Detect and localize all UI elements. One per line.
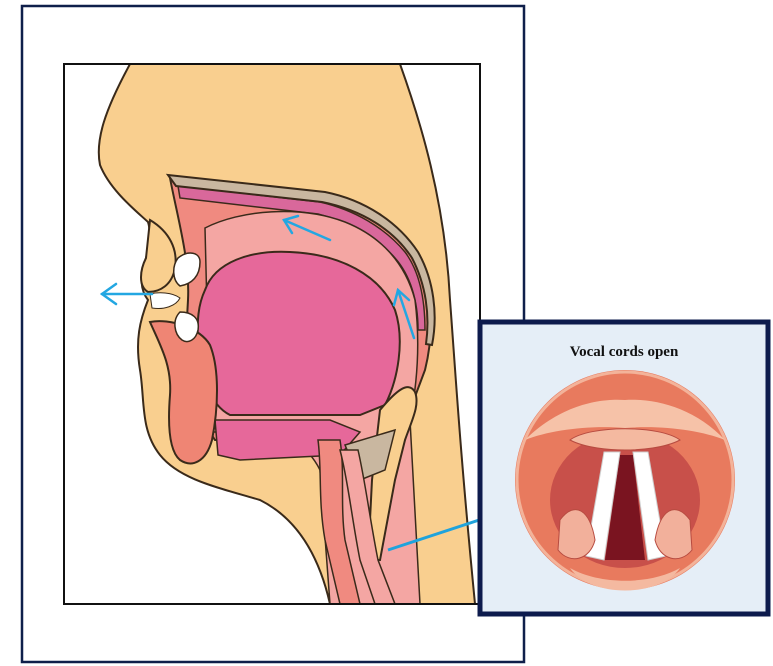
inset-title: Vocal cords open (570, 344, 679, 360)
vocal-cords-inset: Vocal cords open (480, 322, 768, 614)
lower-tooth (175, 312, 198, 342)
sagittal-head-panel (64, 64, 480, 604)
